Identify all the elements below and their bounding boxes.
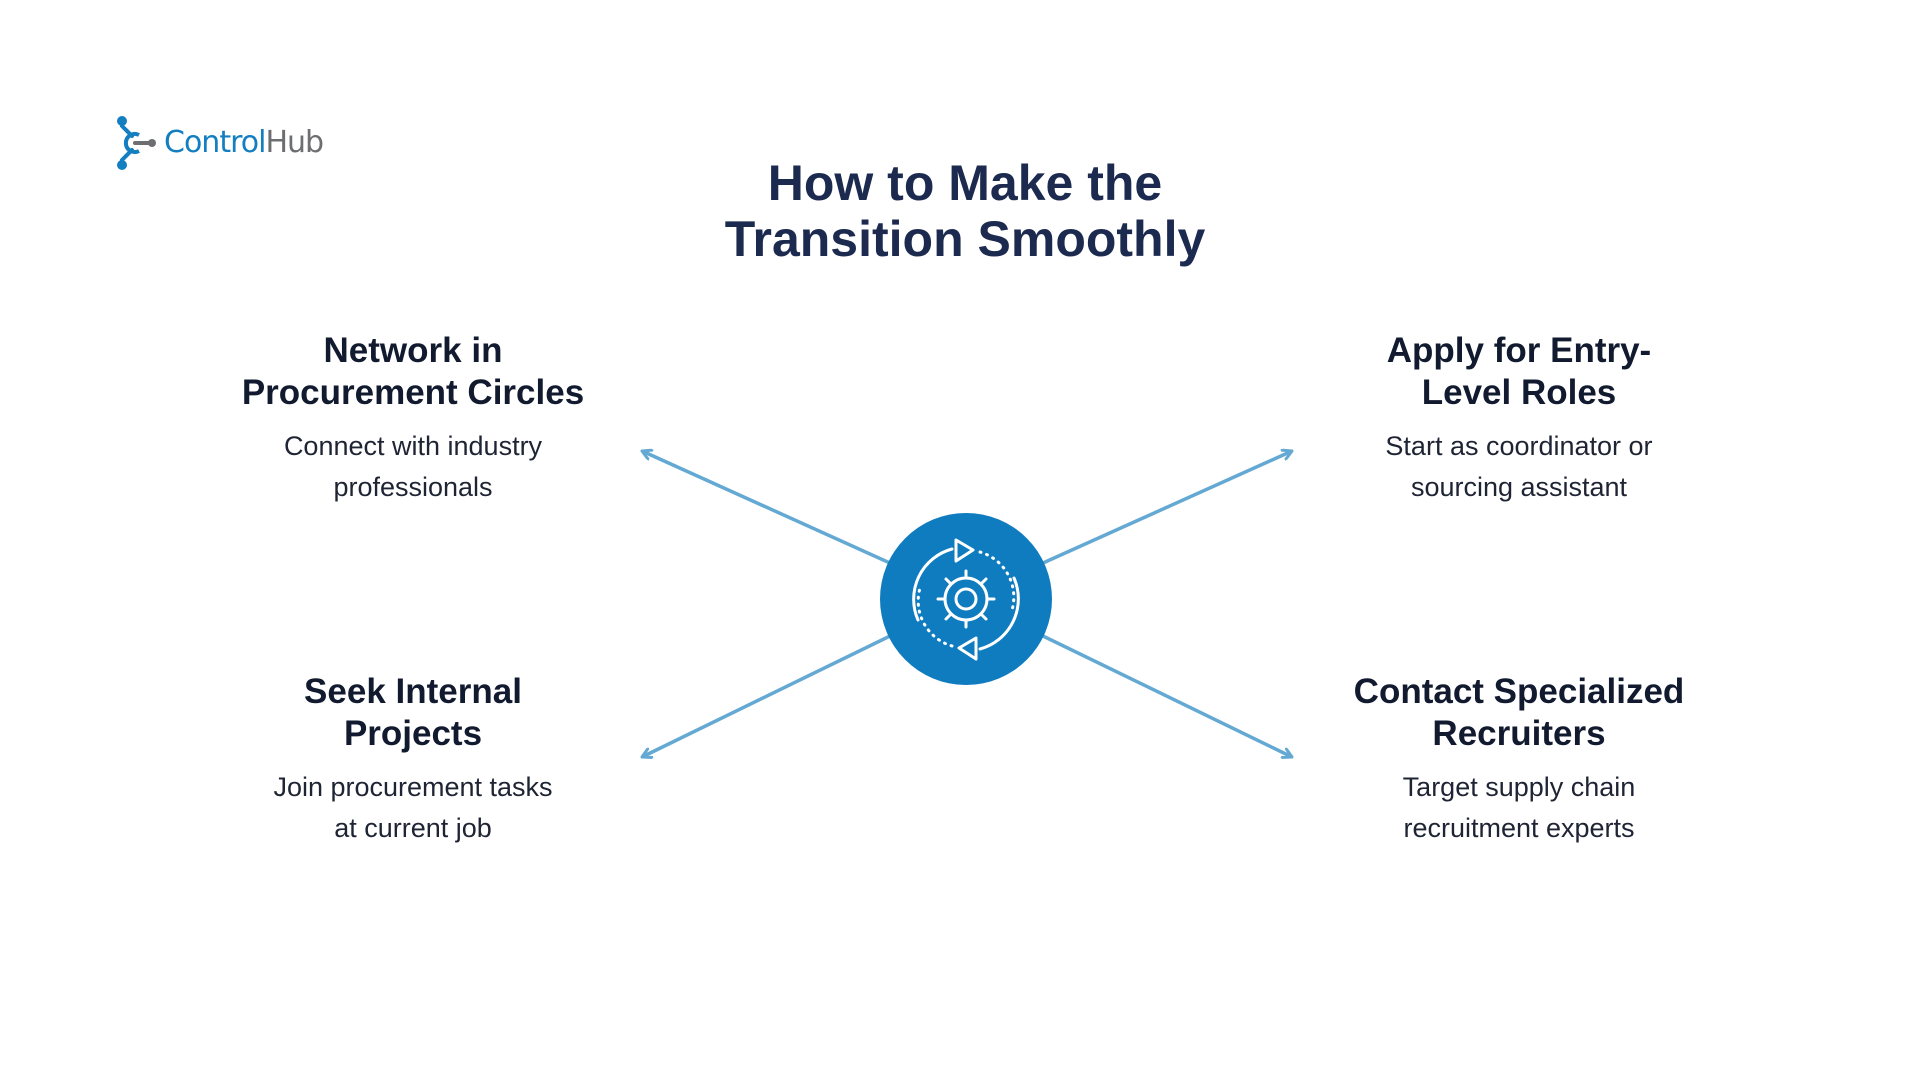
item-heading-line-2: Level Roles	[1421, 373, 1617, 412]
item-heading-line-1: Network in	[323, 331, 503, 370]
item-network-in-procurement-circles: Network in Procurement Circles Connect w…	[213, 330, 613, 508]
item-heading-line-1: Apply for Entry-	[1386, 331, 1652, 370]
connector-arrow-top-right	[1042, 451, 1292, 565]
item-description-line-1: Join procurement tasks	[273, 772, 553, 802]
logo: ControlHub	[114, 114, 324, 172]
item-heading-line-1: Contact Specialized	[1353, 672, 1685, 711]
title-line-2: Transition Smoothly	[724, 211, 1206, 267]
logo-text-hub: Hub	[265, 125, 324, 160]
circuit-node-icon	[117, 116, 156, 170]
center-hub	[880, 513, 1052, 685]
item-description-line-2: sourcing assistant	[1410, 472, 1628, 502]
item-heading: Apply for Entry- Level Roles	[1319, 330, 1719, 414]
logo-wordmark: ControlHub	[164, 125, 324, 160]
logo-text-control: Control	[164, 125, 266, 160]
item-description: Connect with industry professionals	[213, 426, 613, 508]
connector-arrow-bottom-right	[1042, 634, 1292, 757]
title-line-1: How to Make the	[767, 155, 1163, 211]
item-description-line-1: Start as coordinator or	[1385, 431, 1653, 461]
item-description: Start as coordinator or sourcing assista…	[1319, 426, 1719, 508]
item-description: Target supply chain recruitment experts	[1319, 767, 1719, 849]
item-description: Join procurement tasks at current job	[213, 767, 613, 849]
item-heading-line-2: Projects	[343, 714, 483, 753]
page-title: How to Make the Transition Smoothly	[660, 155, 1270, 267]
connector-arrow-bottom-left	[642, 634, 891, 757]
item-description-line-2: professionals	[333, 472, 493, 502]
item-description-line-1: Target supply chain	[1402, 772, 1636, 802]
item-heading-line-1: Seek Internal	[304, 672, 522, 711]
gear-cycle-icon	[912, 538, 1020, 661]
item-contact-specialized-recruiters: Contact Specialized Recruiters Target su…	[1319, 671, 1719, 849]
connector-arrow-top-left	[642, 451, 891, 565]
item-description-line-2: recruitment experts	[1403, 813, 1635, 843]
item-description-line-2: at current job	[334, 813, 492, 843]
item-description-line-1: Connect with industry	[283, 431, 543, 461]
item-heading-line-2: Procurement Circles	[241, 373, 585, 412]
item-seek-internal-projects: Seek Internal Projects Join procurement …	[213, 671, 613, 849]
item-heading: Contact Specialized Recruiters	[1319, 671, 1719, 755]
item-heading-line-2: Recruiters	[1432, 714, 1606, 753]
item-heading: Network in Procurement Circles	[213, 330, 613, 414]
item-heading: Seek Internal Projects	[213, 671, 613, 755]
item-apply-for-entry-level-roles: Apply for Entry- Level Roles Start as co…	[1319, 330, 1719, 508]
